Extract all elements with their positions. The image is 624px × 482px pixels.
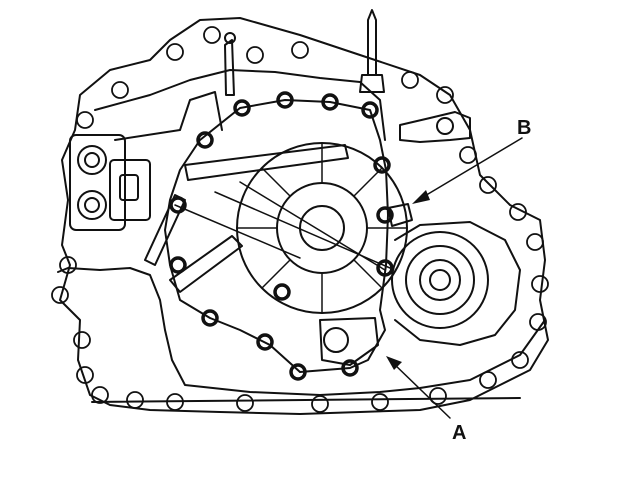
left-valve-plate [109,159,151,221]
bearing-spokes [236,142,408,314]
dipstick [367,9,377,76]
bottom-rail [91,397,521,403]
dipstick-base [359,74,385,93]
arrow-b [412,190,430,204]
lower-port [323,327,349,353]
output-shaft-mid [405,245,475,315]
post-left-cap [224,32,236,44]
leader-a [391,361,451,419]
callout-label-b: B [517,117,532,139]
right-pipe [399,111,471,143]
left-port-upper-inner [84,152,100,168]
output-shaft-inner [419,259,461,301]
output-shaft-outer [391,231,489,329]
rod-2 [239,181,386,271]
left-valve-block [69,134,126,231]
rod-3 [174,204,301,259]
upper-cover [94,69,386,141]
left-port-lower-inner [84,197,100,213]
upper-rib [114,91,223,141]
housing-outline [59,17,549,415]
output-housing [394,221,521,346]
output-shaft-core [429,269,451,291]
housing-bolts [51,26,549,413]
left-port-upper [77,145,107,175]
lower-pipe [169,235,243,293]
bracket-b [387,203,413,227]
lower-access [319,317,379,366]
post-left [224,39,235,96]
main-bearing-center [299,205,345,251]
callout-label-a: A [452,422,467,444]
arrow-a [386,356,402,370]
side-cover-bolts [169,91,394,381]
upper-pipe [184,144,349,181]
right-pipe-fitting [436,117,454,135]
left-port-lower [77,190,107,220]
left-small-plate [119,174,139,201]
leader-b [417,137,523,201]
lower-flange [57,267,546,396]
